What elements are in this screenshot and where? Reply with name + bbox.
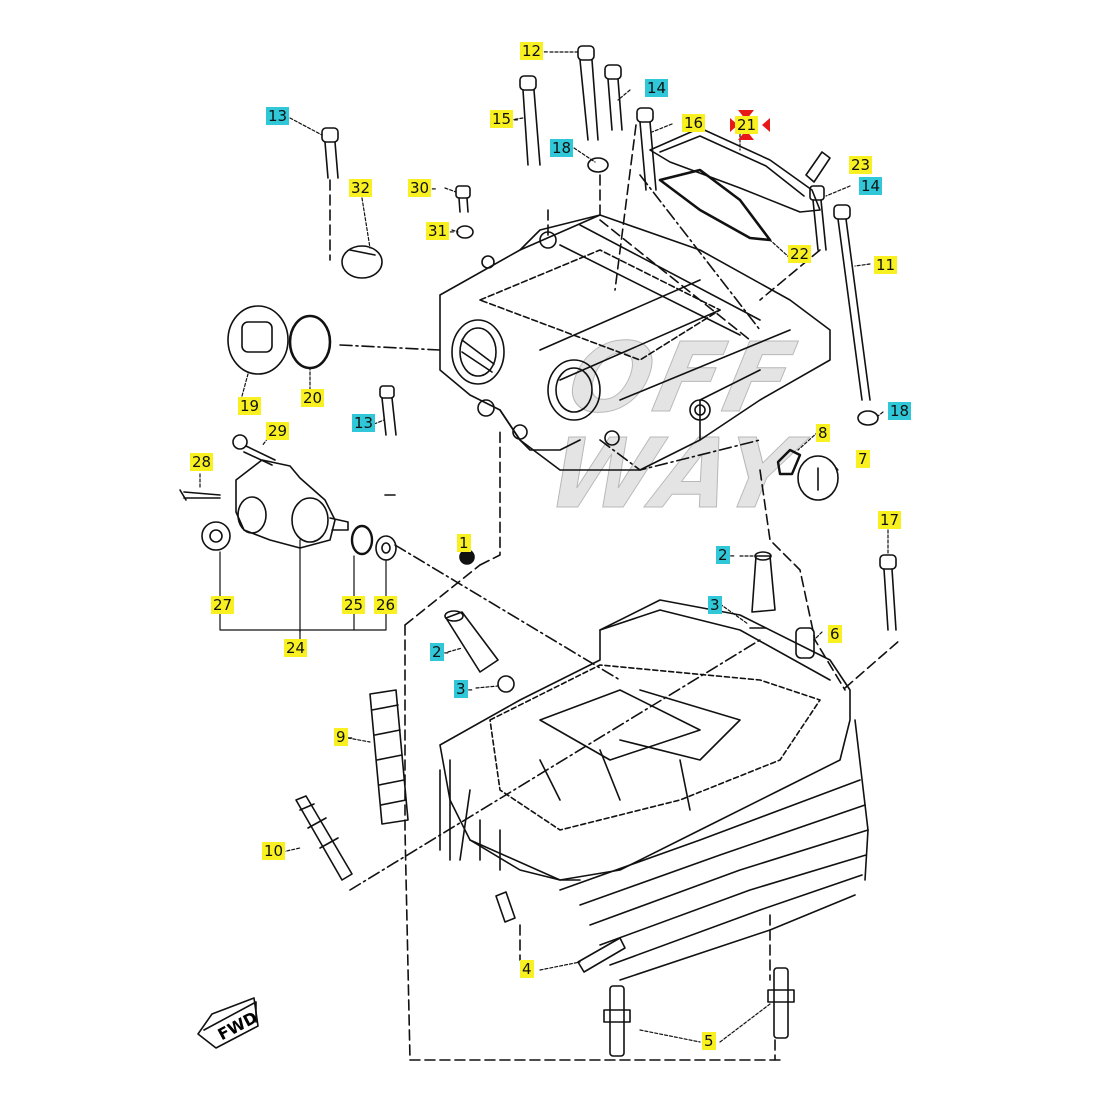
callout-29[interactable]: 29 [266, 422, 290, 440]
callout-32[interactable]: 32 [349, 179, 373, 197]
cover-bosses [477, 231, 711, 446]
stud-4[interactable] [495, 891, 626, 973]
bolt-15[interactable] [519, 75, 541, 166]
stud-5-right[interactable] [767, 967, 795, 1039]
bolt-13-top[interactable] [321, 127, 339, 179]
gasket-21[interactable] [649, 127, 821, 213]
camshaft-bore-left [451, 319, 505, 385]
cylinder-head[interactable] [439, 599, 851, 881]
cylinder-head-fins [439, 719, 869, 981]
o-ring-8[interactable] [776, 448, 802, 476]
callout-10[interactable]: 10 [262, 842, 286, 860]
callout-23[interactable]: 23 [849, 156, 873, 174]
callout-3-left[interactable]: 3- [454, 680, 473, 698]
callout-25[interactable]: 25 [342, 596, 366, 614]
stud-5-left[interactable] [603, 985, 631, 1057]
dowel-6[interactable] [795, 627, 815, 659]
bolt-14[interactable] [604, 64, 623, 131]
callout-21[interactable]: 21 [735, 116, 759, 134]
callout-18-right[interactable]: 18 [888, 402, 912, 420]
seal-27[interactable] [201, 521, 231, 551]
bolt-16[interactable] [636, 107, 657, 191]
callout-3-right[interactable]: 3 [708, 596, 722, 614]
callout-31[interactable]: 31- [426, 222, 455, 240]
selected-part-marker[interactable] [730, 110, 770, 140]
bolt-17[interactable] [879, 554, 897, 631]
callout-13-mid[interactable]: 13 [352, 414, 376, 432]
callout-11[interactable]: 11 [874, 256, 898, 274]
seal-26[interactable] [375, 535, 397, 561]
callout-2-left[interactable]: 2- [430, 643, 449, 661]
callout-1[interactable]: 1 [457, 534, 471, 552]
callout-20[interactable]: 20 [301, 389, 325, 407]
callout-13[interactable]: 13 [266, 107, 290, 125]
callout-6[interactable]: 6 [828, 625, 842, 643]
cylinder-head-cover[interactable] [439, 214, 831, 471]
spark-plug-10[interactable] [295, 795, 353, 881]
callout-5[interactable]: 5 [702, 1032, 716, 1050]
bolt-11[interactable] [833, 204, 871, 401]
assembly-lines [329, 124, 901, 1061]
callout-9[interactable]: 9- [334, 728, 353, 746]
callout-30[interactable]: 30- [408, 179, 437, 197]
callout-27[interactable]: 27 [211, 596, 235, 614]
fwd-arrow-icon [197, 997, 259, 1049]
cap-32[interactable] [341, 245, 383, 279]
callout-16[interactable]: 16 [682, 114, 706, 132]
callout-15[interactable]: 15- [490, 110, 519, 128]
bolt-12[interactable] [577, 45, 599, 141]
camshaft-bore-right [547, 359, 601, 421]
callout-28[interactable]: 28 [190, 453, 214, 471]
centerlines [339, 174, 761, 891]
bolt-13-mid[interactable] [379, 385, 397, 436]
callout-14-right[interactable]: 14 [859, 177, 883, 195]
washer-18-right[interactable] [857, 410, 879, 426]
callout-24[interactable]: 24 [284, 639, 308, 657]
bolt-14-right[interactable] [809, 185, 827, 251]
callout-26[interactable]: 26 [374, 596, 398, 614]
cap-19[interactable] [227, 305, 289, 375]
leader-lines [199, 51, 889, 1043]
valve-guide-2-right[interactable] [751, 551, 776, 613]
valve-guide-2-left[interactable] [444, 610, 499, 673]
plug-30[interactable] [455, 185, 471, 213]
gasket-22[interactable] [658, 168, 772, 242]
callout-17[interactable]: 17 [878, 511, 902, 529]
chain-guide-9[interactable] [369, 689, 409, 825]
washer-31[interactable] [456, 225, 474, 239]
callout-12[interactable]: 12- [520, 42, 549, 60]
o-ring-20[interactable] [288, 314, 332, 370]
callout-18[interactable]: 18 [550, 139, 574, 157]
dot-1[interactable] [459, 549, 475, 565]
bracket-24 [219, 539, 387, 641]
clip-3-left[interactable] [497, 675, 515, 693]
callout-8[interactable]: 8 [816, 424, 830, 442]
callout-4[interactable]: 4 [520, 960, 534, 978]
callout-2-right[interactable]: 2- [716, 546, 735, 564]
callout-22[interactable]: 22 [788, 245, 812, 263]
cap-7[interactable] [797, 455, 839, 501]
oil-pump-24[interactable] [235, 459, 349, 549]
screw-28[interactable] [179, 489, 221, 501]
bolt-29[interactable] [232, 434, 276, 466]
callout-7[interactable]: 7 [856, 450, 870, 468]
bolt-23[interactable] [805, 151, 831, 183]
o-ring-25[interactable] [350, 524, 374, 556]
callout-19[interactable]: 19 [238, 397, 262, 415]
washer-18-top[interactable] [587, 157, 609, 173]
callout-14[interactable]: 14 [645, 79, 669, 97]
